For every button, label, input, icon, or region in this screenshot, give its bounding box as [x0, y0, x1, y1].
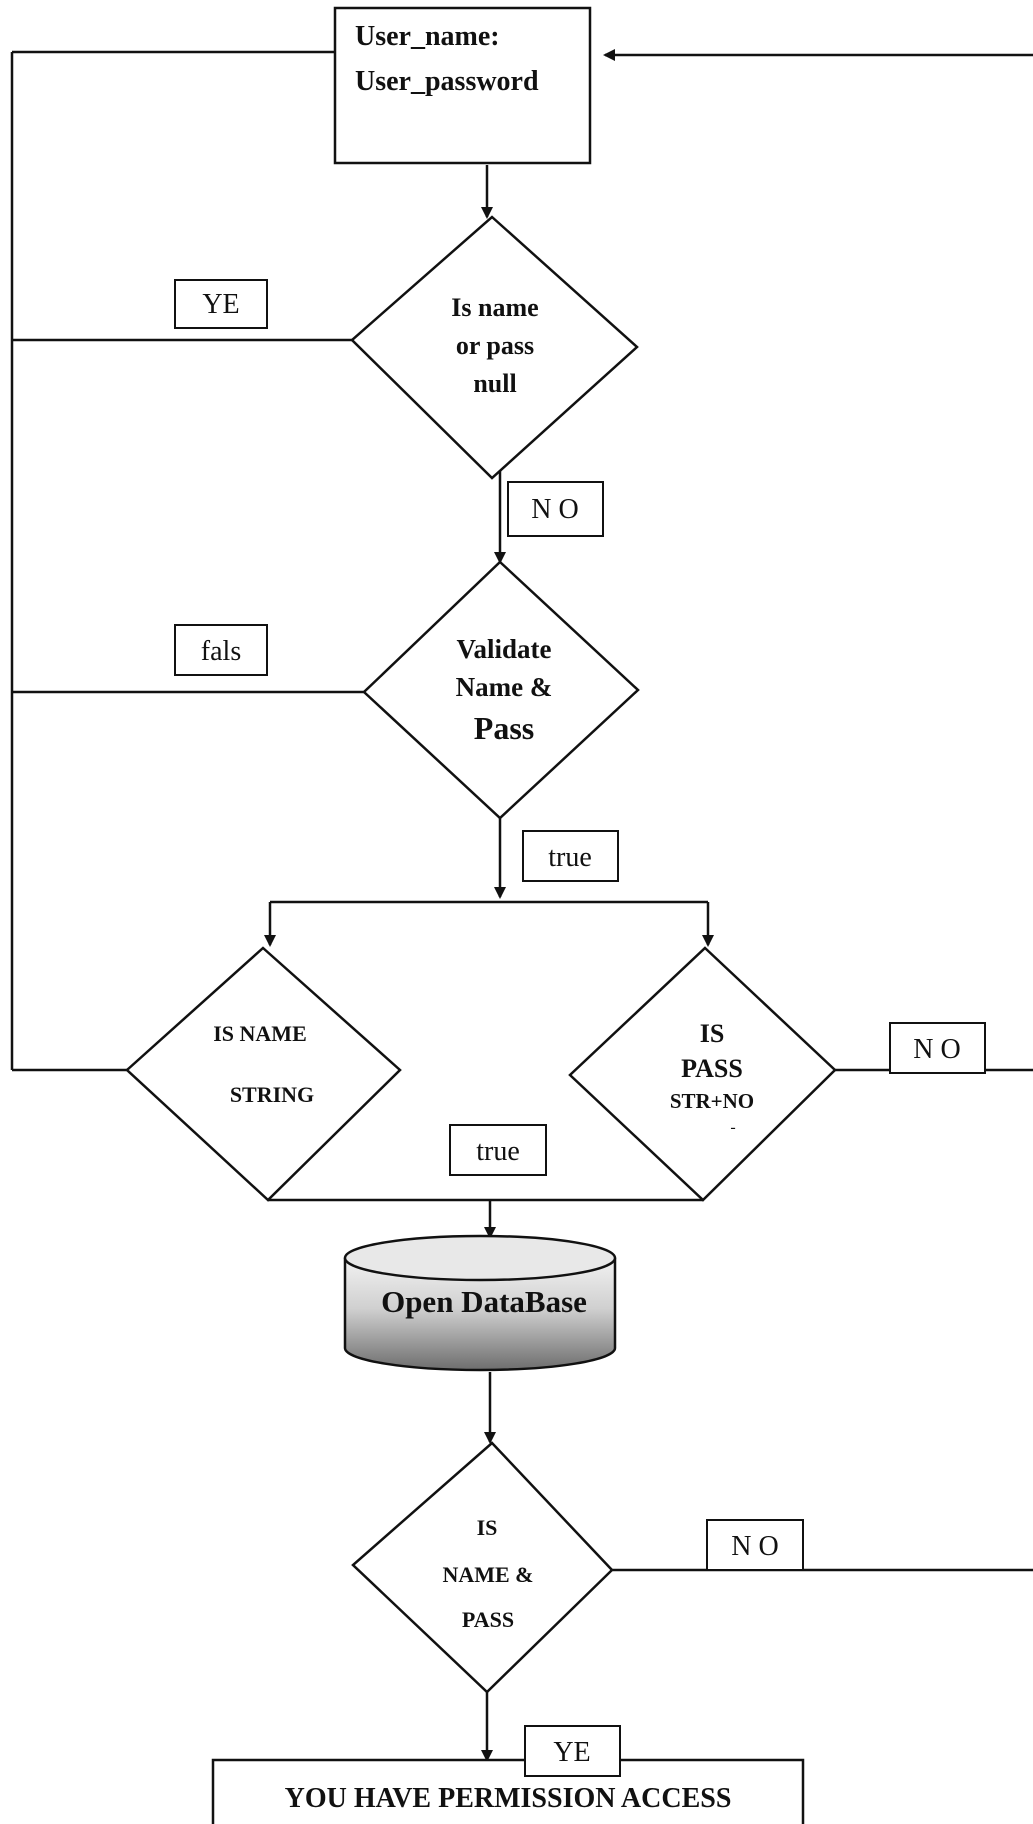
label-true-2: true — [476, 1136, 520, 1167]
name-pass-line2: NAME & — [442, 1562, 533, 1587]
name-string-line1: IS NAME — [213, 1021, 307, 1046]
name-string-decision: IS NAME STRING — [125, 946, 402, 1202]
name-pass-line1: IS — [477, 1515, 498, 1540]
label-box-no-final — [706, 1519, 804, 1571]
connectors — [10, 49, 1033, 1762]
name-pass-line3: PASS — [462, 1607, 514, 1632]
permission-box: YOU HAVE PERMISSION ACCESS — [211, 1758, 805, 1824]
pass-check-decision: IS PASS STR+NO - — [568, 946, 837, 1202]
label-yes-top: YE — [202, 289, 239, 320]
name-pass-decision: IS NAME & PASS — [351, 1441, 614, 1694]
label-box-true-2 — [449, 1124, 547, 1176]
validate-line3: Pass — [474, 710, 534, 746]
label-box-fals — [174, 624, 268, 676]
permission-label: YOU HAVE PERMISSION ACCESS — [285, 1783, 732, 1814]
null-check-line3: null — [473, 369, 516, 398]
validate-line2: Name & — [456, 672, 553, 702]
login-password-label: User_password — [355, 66, 539, 97]
login-box: User_name: User_password — [333, 6, 592, 165]
validate-decision: Validate Name & Pass — [362, 560, 640, 820]
null-check-line1: Is name — [451, 293, 538, 322]
pass-check-line4: - — [730, 1119, 735, 1136]
database-label: Open DataBase — [381, 1284, 587, 1319]
label-box-yes-final — [524, 1725, 621, 1777]
database-cylinder: Open DataBase — [343, 1234, 617, 1372]
null-check-decision: Is name or pass null — [350, 215, 639, 480]
label-no-final: N O — [731, 1531, 778, 1562]
label-no-1: N O — [531, 494, 578, 525]
label-true-1: true — [548, 842, 592, 873]
edge-label-texts: YE N O fals true N O true N O YE — [201, 289, 961, 1768]
name-string-line2: STRING — [230, 1082, 314, 1107]
label-yes-final: YE — [553, 1737, 590, 1768]
edge-labels — [174, 279, 986, 1777]
login-username-label: User_name: — [355, 21, 500, 52]
validate-line1: Validate — [456, 634, 551, 664]
pass-check-line2: PASS — [681, 1054, 743, 1083]
pass-check-line1: IS — [700, 1019, 725, 1048]
null-check-line2: or pass — [456, 331, 534, 360]
pass-check-line3: STR+NO — [670, 1089, 754, 1113]
label-no-pass: N O — [913, 1034, 960, 1065]
label-box-true-1 — [522, 830, 619, 882]
label-box-yes-top — [174, 279, 268, 329]
label-fals: fals — [201, 636, 241, 667]
label-box-no-1 — [507, 481, 604, 537]
label-box-no-pass — [889, 1022, 986, 1074]
